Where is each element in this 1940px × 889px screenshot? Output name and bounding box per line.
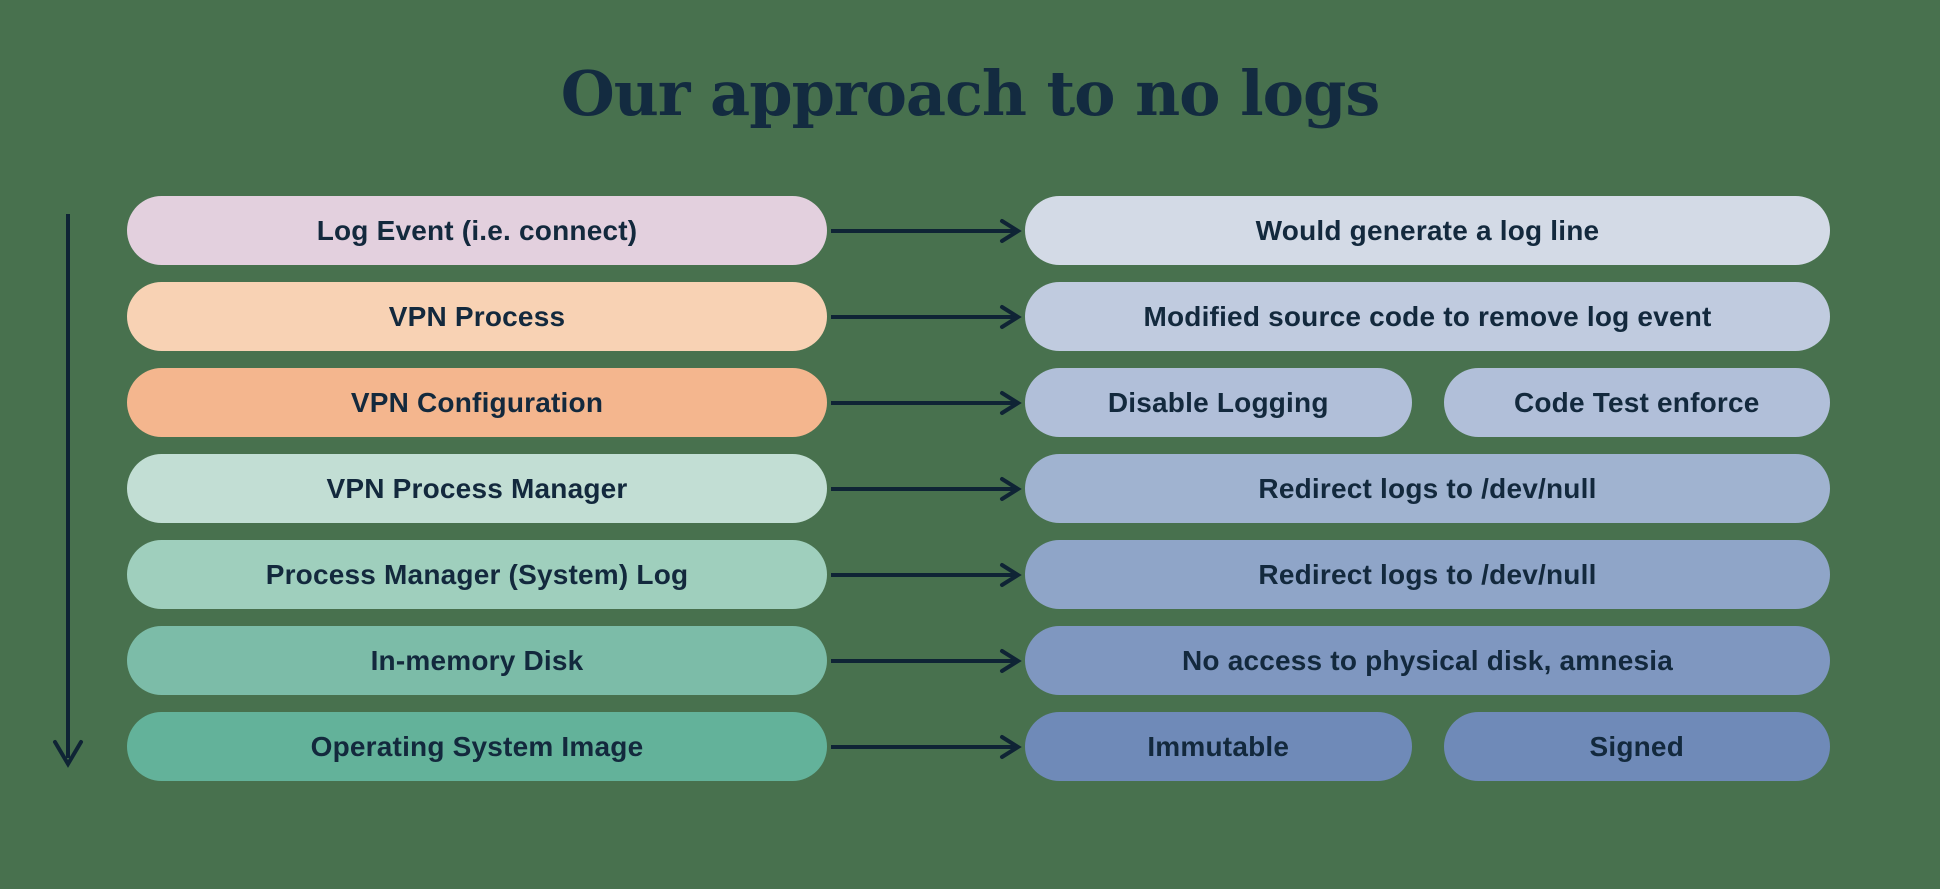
stage-label: VPN Configuration xyxy=(350,386,604,418)
mitigation-pill: Immutable xyxy=(1025,712,1412,781)
mitigation-label: Immutable xyxy=(1147,730,1290,762)
stage-pill: Operating System Image xyxy=(127,712,827,781)
stage-label: VPN Process xyxy=(388,300,566,332)
mitigation-label: Would generate a log line xyxy=(1255,214,1600,246)
mitigation-pill: Redirect logs to /dev/null xyxy=(1025,540,1830,609)
mitigation-pill: Signed xyxy=(1443,712,1830,781)
diagram-row: Process Manager (System) Log Redirect lo… xyxy=(127,540,1830,609)
mitigation-label: Redirect logs to /dev/null xyxy=(1258,558,1597,590)
mitigation-pill: Redirect logs to /dev/null xyxy=(1025,454,1830,523)
diagram-row: VPN Configuration Disable Logging Code Te… xyxy=(127,368,1830,437)
mitigation-label: Modified source code to remove log event xyxy=(1143,300,1712,332)
mitigation-label: Disable Logging xyxy=(1107,386,1329,418)
arrow-right-icon xyxy=(831,218,1022,243)
mitigation-group: Would generate a log line xyxy=(1025,196,1830,265)
diagram-row: Operating System Image Immutable Signed xyxy=(127,712,1830,781)
arrow-right-icon xyxy=(831,648,1022,673)
diagram-row: VPN Process Manager Redirect logs to /de… xyxy=(127,454,1830,523)
page-title: Our approach to no logs xyxy=(560,57,1381,130)
diagram-row: Log Event (i.e. connect) Would generate … xyxy=(127,196,1830,265)
stage-label: VPN Process Manager xyxy=(326,472,628,504)
stage-pill: Process Manager (System) Log xyxy=(127,540,827,609)
arrow-right-icon xyxy=(831,304,1022,329)
arrow-right-icon xyxy=(831,734,1022,759)
mitigation-group: No access to physical disk, amnesia xyxy=(1025,626,1830,695)
stage-label: Operating System Image xyxy=(310,730,644,762)
mitigation-label: No access to physical disk, amnesia xyxy=(1181,644,1673,676)
mitigation-group: Immutable Signed xyxy=(1025,712,1830,781)
stage-label: Log Event (i.e. connect) xyxy=(316,214,638,246)
stage-pill: VPN Process Manager xyxy=(127,454,827,523)
mitigation-group: Redirect logs to /dev/null xyxy=(1025,540,1830,609)
mitigation-pill: Modified source code to remove log event xyxy=(1025,282,1830,351)
rows-container: Log Event (i.e. connect) Would generate … xyxy=(127,196,1830,781)
mitigation-pill: Would generate a log line xyxy=(1025,196,1830,265)
mitigation-label: Signed xyxy=(1589,730,1685,762)
stage-pill: Log Event (i.e. connect) xyxy=(127,196,827,265)
stage-pill: VPN Configuration xyxy=(127,368,827,437)
arrow-right-icon xyxy=(831,562,1022,587)
mitigation-group: Modified source code to remove log event xyxy=(1025,282,1830,351)
diagram-row: In-memory Disk No access to physical dis… xyxy=(127,626,1830,695)
mitigation-group: Disable Logging Code Test enforce xyxy=(1025,368,1830,437)
mitigation-label: Code Test enforce xyxy=(1513,386,1760,418)
stage-pill: In-memory Disk xyxy=(127,626,827,695)
mitigation-label: Redirect logs to /dev/null xyxy=(1258,472,1597,504)
stage-label: Process Manager (System) Log xyxy=(265,558,689,590)
arrow-right-icon xyxy=(831,476,1022,501)
stage-pill: VPN Process xyxy=(127,282,827,351)
stage-label: In-memory Disk xyxy=(370,644,584,676)
arrow-right-icon xyxy=(831,390,1022,415)
arrow-down-icon xyxy=(53,214,83,768)
mitigation-group: Redirect logs to /dev/null xyxy=(1025,454,1830,523)
mitigation-pill: Code Test enforce xyxy=(1443,368,1830,437)
diagram-row: VPN Process Modified source code to remo… xyxy=(127,282,1830,351)
mitigation-pill: No access to physical disk, amnesia xyxy=(1025,626,1830,695)
mitigation-pill: Disable Logging xyxy=(1025,368,1412,437)
